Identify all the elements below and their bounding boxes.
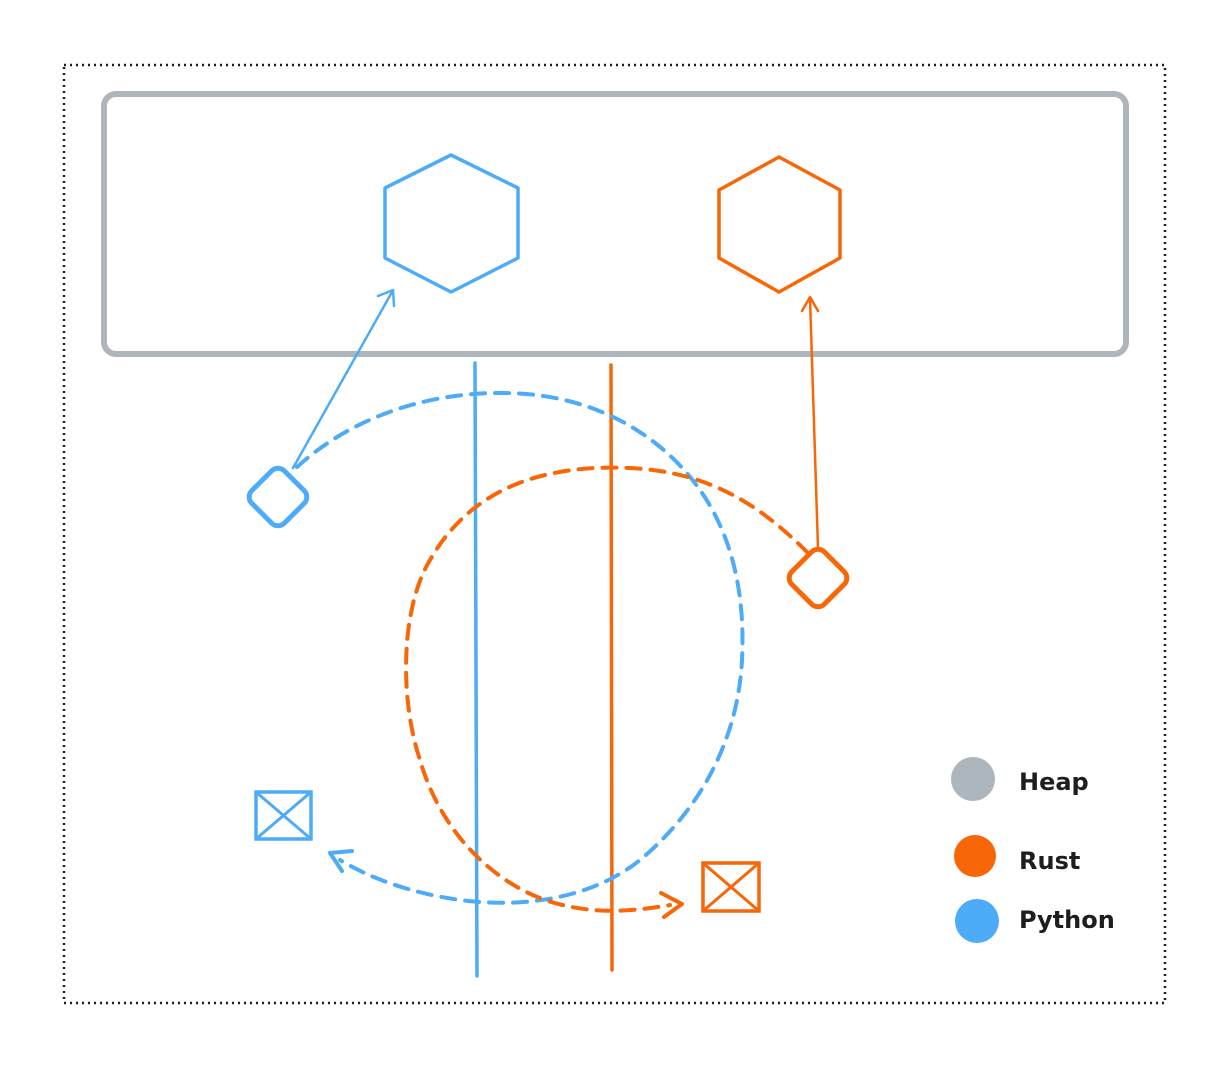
python-lifecycle-path xyxy=(295,390,745,905)
python-reference-arrow xyxy=(291,290,394,470)
rust-lifecycle-path xyxy=(404,465,810,913)
python-reference-diamond-icon xyxy=(246,465,310,529)
rust-heap-object-hexagon-icon xyxy=(717,155,842,294)
python-dropped-crossed-box-icon xyxy=(254,790,313,841)
legend-heap-label: Heap xyxy=(1019,768,1089,796)
legend-rust-label: Rust xyxy=(1019,847,1080,875)
rust-reference-arrow xyxy=(808,296,820,550)
rust-dropped-crossed-box-icon xyxy=(701,861,761,913)
rust-reference-arrowhead xyxy=(800,295,820,313)
python-heap-object-hexagon-icon xyxy=(383,153,520,294)
outer-frame xyxy=(62,63,1167,1005)
python-timeline xyxy=(473,361,479,978)
legend-heap-swatch xyxy=(951,757,995,801)
legend: Heap Rust Python xyxy=(951,757,1115,943)
legend-python-swatch xyxy=(955,899,999,943)
rust-reference-diamond-icon xyxy=(786,546,850,610)
heap-box xyxy=(101,91,1129,357)
python-path-arrowhead xyxy=(328,849,354,873)
python-reference-arrowhead xyxy=(376,288,396,308)
rust-path-arrowhead xyxy=(659,891,684,919)
legend-rust-swatch xyxy=(954,835,996,877)
legend-python-label: Python xyxy=(1019,906,1115,934)
